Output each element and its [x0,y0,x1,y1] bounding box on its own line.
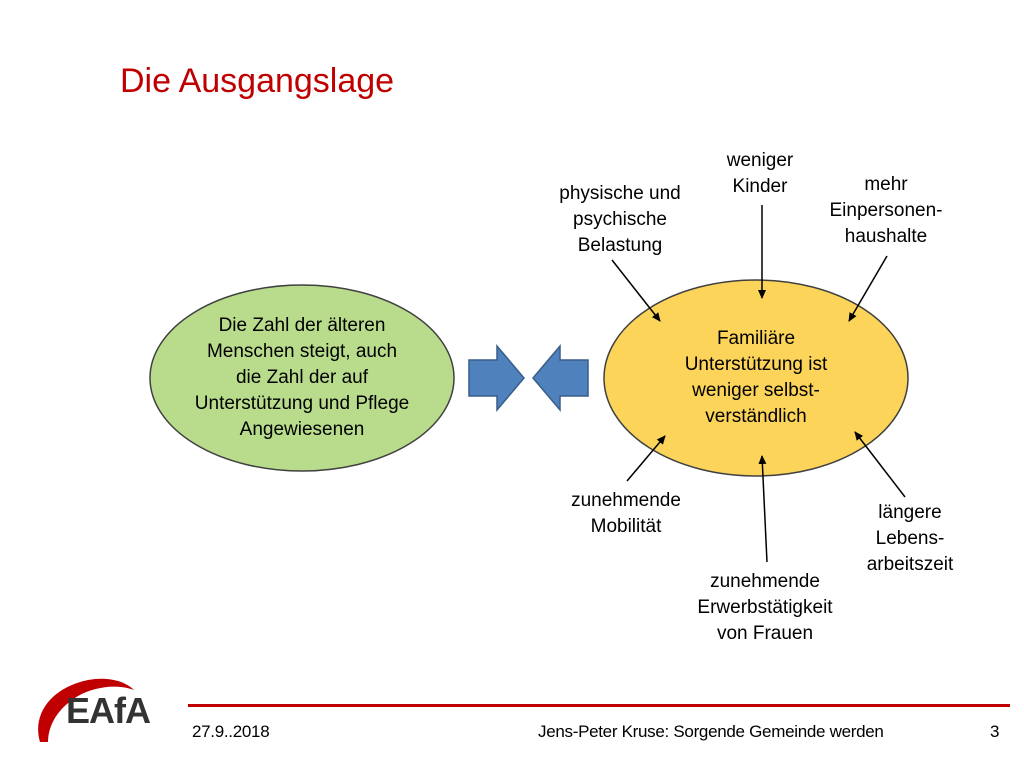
block-arrow-left [532,343,589,413]
footer-divider [188,704,1010,707]
arrow-einpersonen [848,255,888,322]
arrow-mobilitaet [626,435,666,482]
right-ellipse-text: Familiäre Unterstützung ist weniger selb… [684,328,828,427]
arrow-belastung [611,259,661,322]
eafa-logo-icon [38,678,134,742]
arrow-erwerb [758,455,768,563]
factor-belastung: physische und psychische Belastung [559,183,681,256]
footer-author: Jens-Peter Kruse: Sorgende Gemeinde werd… [538,722,884,741]
factor-kinder: weniger Kinder [726,150,794,197]
logo-text: EAfA [66,690,151,731]
arrow-lebensarbeitszeit [854,431,906,498]
block-arrow-right [468,343,525,413]
left-ellipse [149,284,455,472]
factor-erwerb: zunehmende Erwerbstätigkeit von Frauen [697,571,833,644]
factor-einpersonen: mehr Einpersonen- haushalte [829,174,943,247]
factor-lebensarbeitszeit: längere Lebens- arbeitszeit [866,502,954,575]
slide-title: Die Ausgangslage [120,62,395,100]
right-ellipse [603,279,909,477]
left-ellipse-text: Die Zahl der älteren Menschen steigt, au… [194,315,410,440]
footer-page-number: 3 [990,722,1000,741]
footer-date: 27.9..2018 [192,722,270,741]
factor-mobilitaet: zunehmende Mobilität [571,490,681,537]
